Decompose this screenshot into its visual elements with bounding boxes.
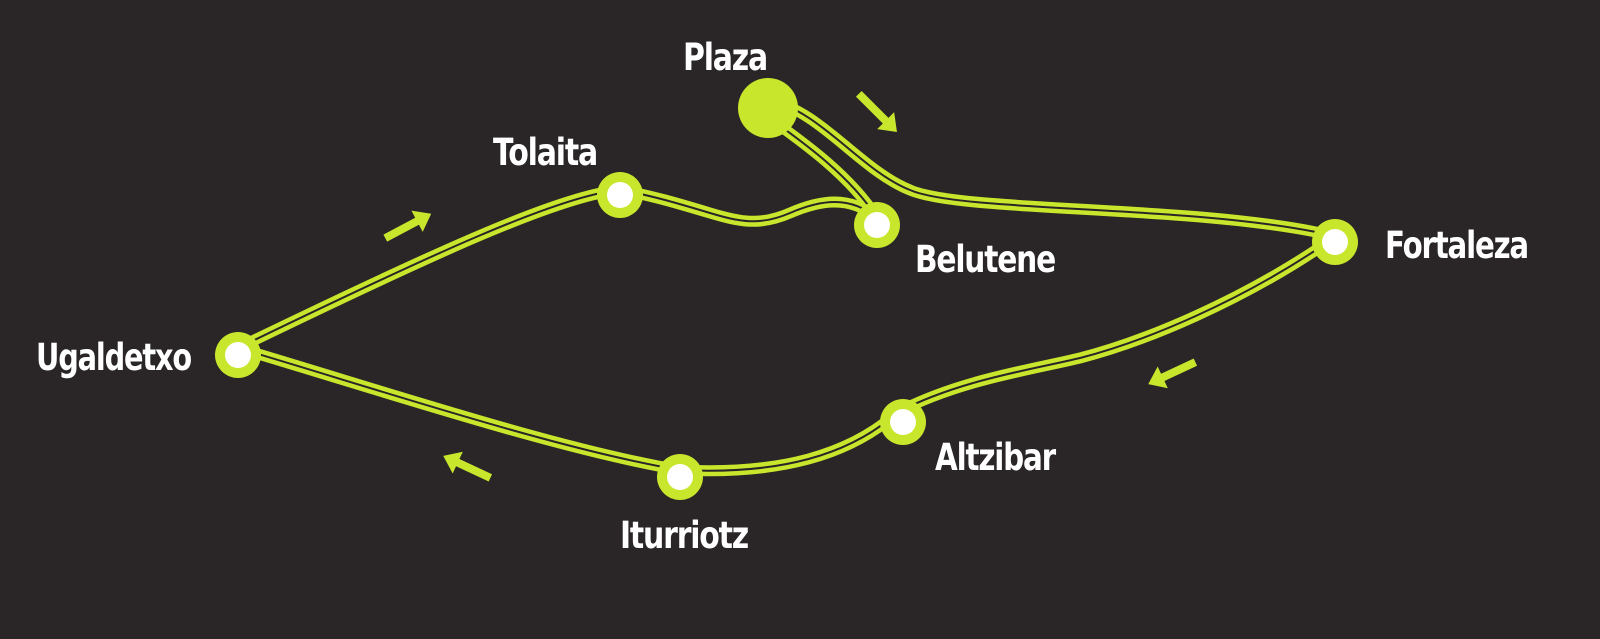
label-tolaita: Tolaita: [493, 131, 597, 174]
label-altzibar: Altzibar: [935, 436, 1057, 479]
start-marker-icon: [738, 78, 798, 138]
stop-ugaldetxo: [215, 332, 261, 378]
stop-fortaleza: [1312, 219, 1358, 265]
stop-tolaita: [597, 172, 643, 218]
arrow-icon: [383, 210, 432, 242]
route-lines: [232, 94, 1322, 477]
stop-belutene: [854, 202, 900, 248]
stop-altzibar: [880, 399, 926, 445]
stops: [215, 78, 1358, 500]
arrow-icon: [443, 451, 493, 482]
label-ugaldetxo: Ugaldetxo: [36, 336, 191, 379]
arrow-icon: [855, 90, 897, 132]
label-belutene: Belutene: [915, 238, 1055, 281]
arrow-icon: [1148, 358, 1198, 389]
stop-iturriotz: [657, 454, 703, 500]
stop-labels: Plaza Tolaita Belutene Fortaleza Ugaldet…: [36, 36, 1530, 557]
label-fortaleza: Fortaleza: [1385, 224, 1528, 267]
label-plaza: Plaza: [683, 36, 767, 79]
direction-arrows: [383, 90, 1198, 482]
label-iturriotz: Iturriotz: [620, 514, 748, 557]
